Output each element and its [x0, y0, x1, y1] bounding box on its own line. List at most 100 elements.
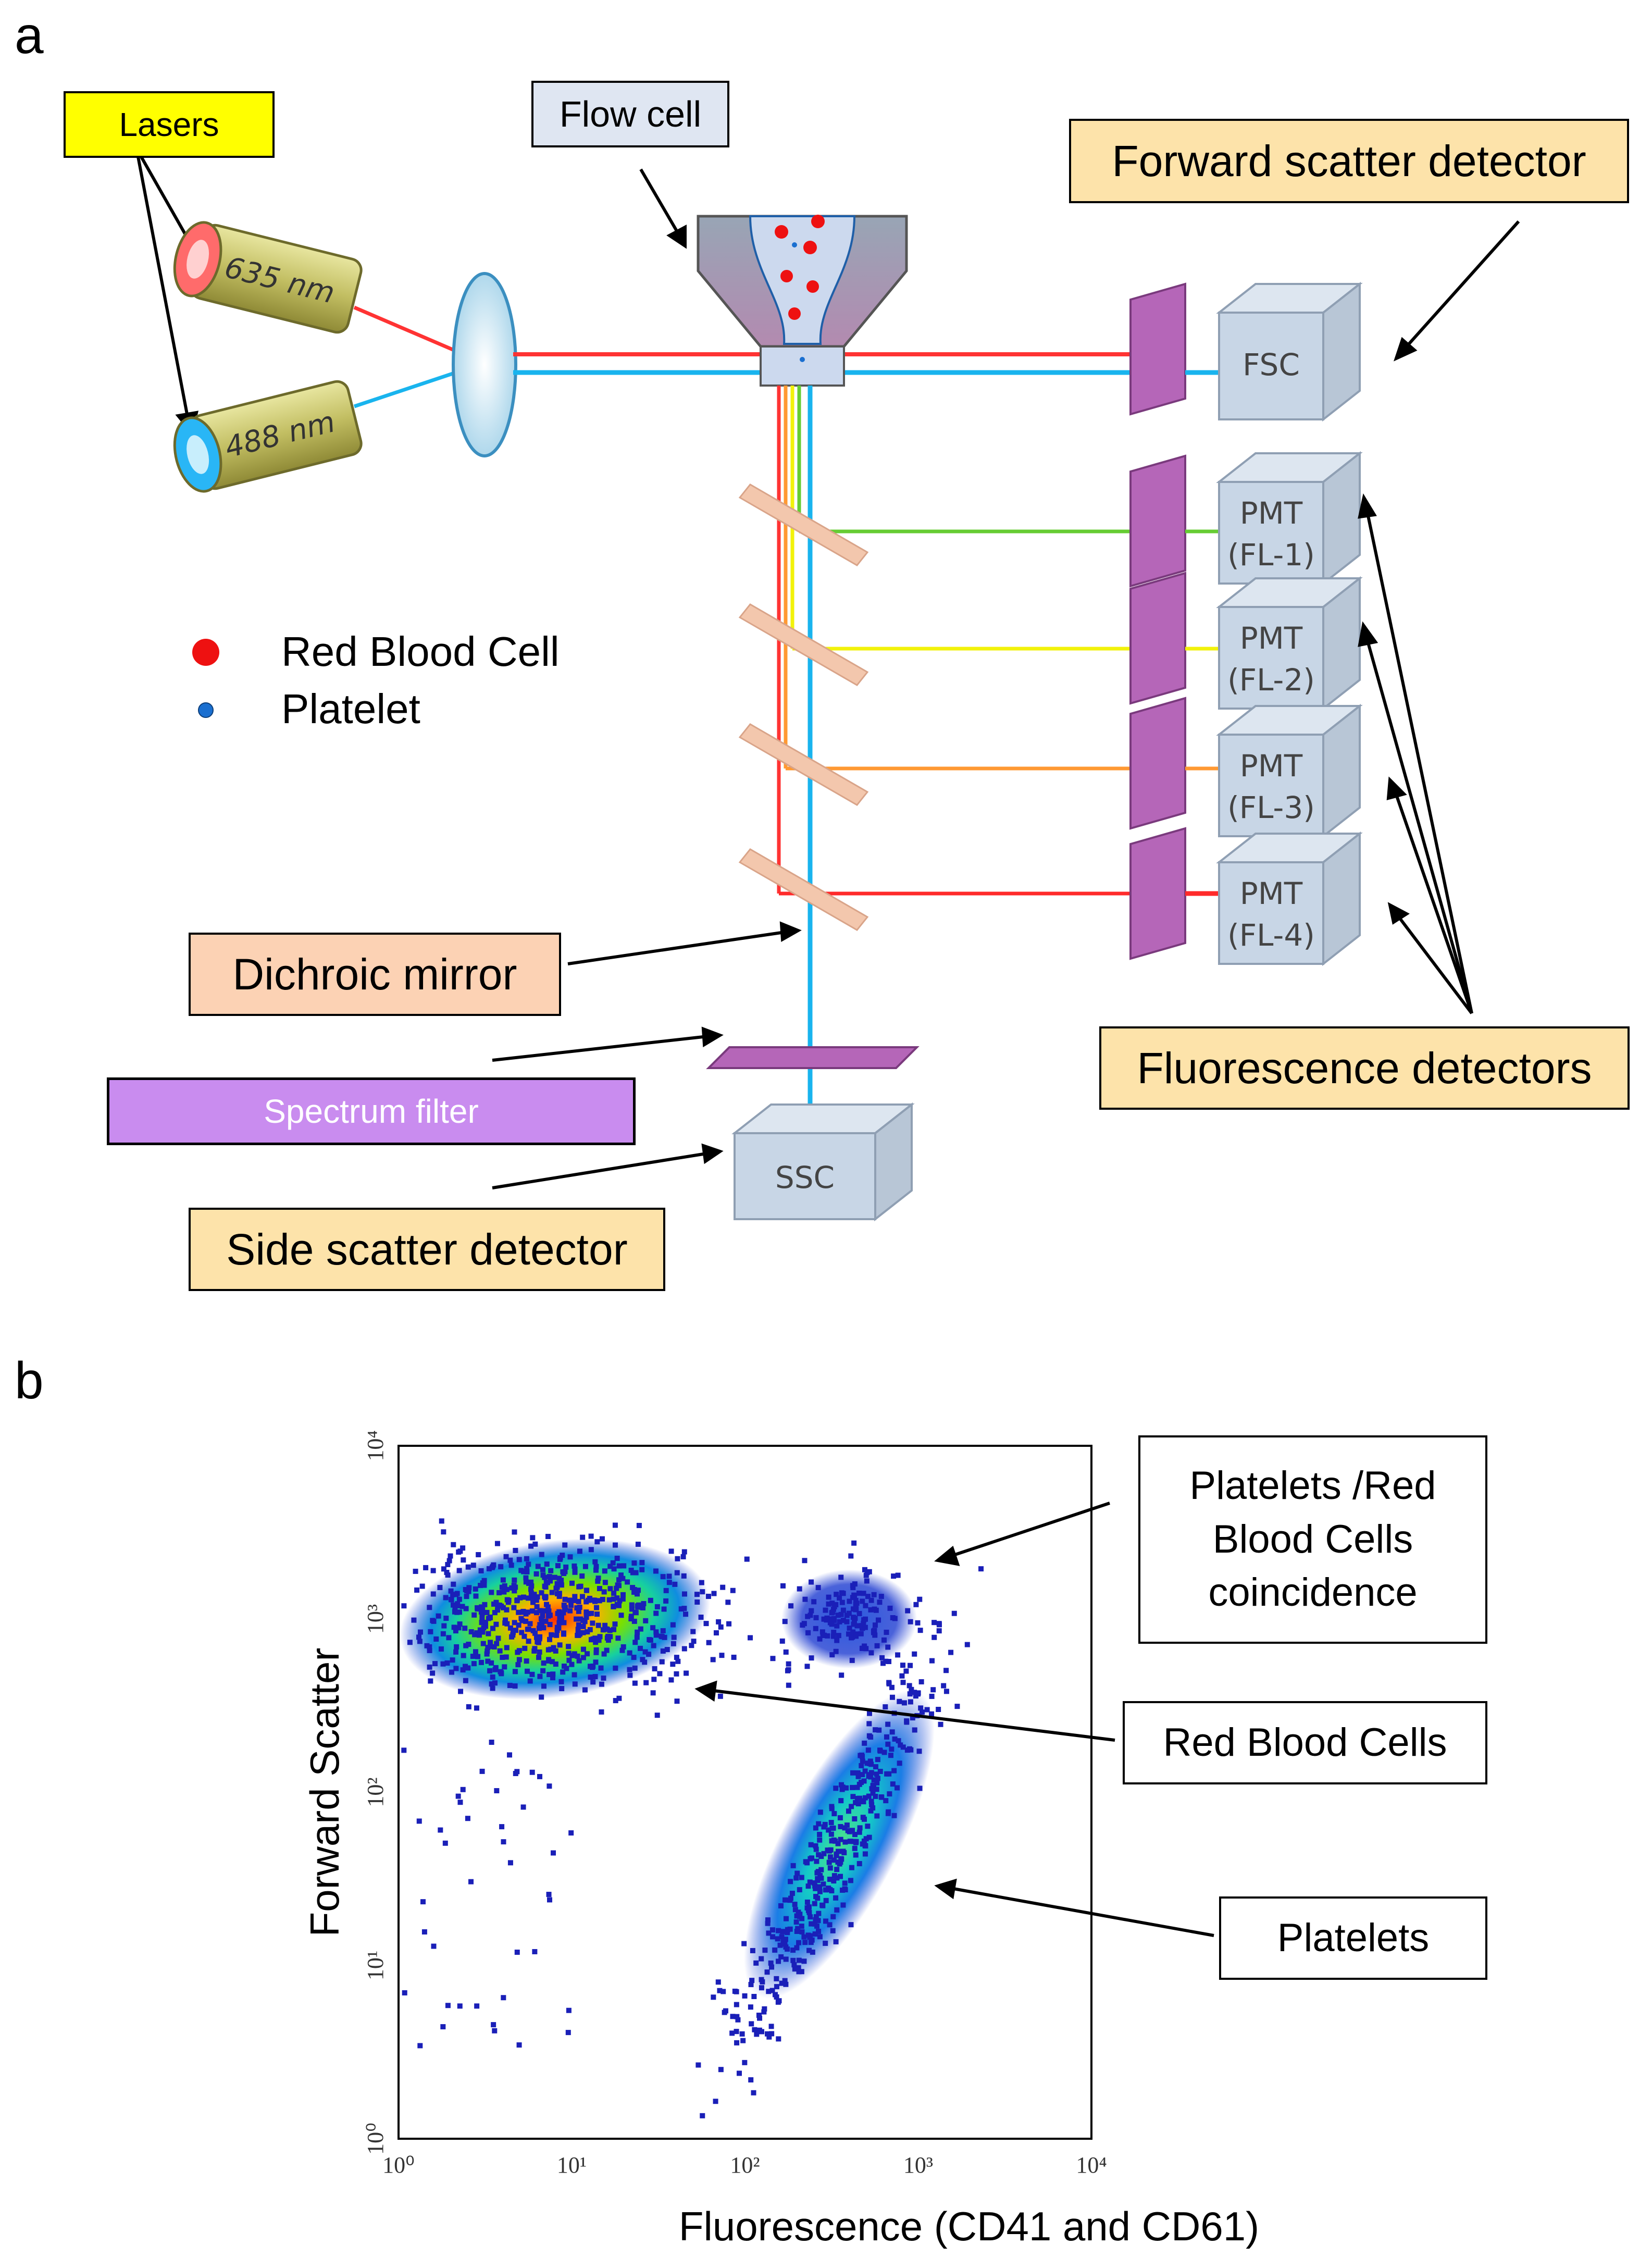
event-marker	[792, 1907, 798, 1913]
event-marker	[811, 1880, 817, 1886]
event-marker	[829, 1621, 835, 1627]
event-marker	[865, 1824, 871, 1829]
event-marker	[769, 1964, 775, 1970]
event-marker	[672, 1581, 678, 1587]
event-marker	[794, 1870, 800, 1876]
event-marker	[864, 1578, 870, 1584]
event-marker	[514, 1598, 520, 1604]
event-marker	[811, 1599, 817, 1605]
event-marker	[583, 1615, 589, 1620]
event-marker	[421, 1929, 427, 1934]
event-marker	[452, 1604, 458, 1610]
y-tick-label: 10¹	[363, 1951, 388, 1980]
event-marker	[482, 1619, 488, 1625]
event-marker	[537, 1649, 542, 1655]
event-marker	[430, 1670, 436, 1676]
event-marker	[780, 1583, 786, 1589]
event-marker	[600, 1627, 606, 1633]
event-marker	[796, 1969, 802, 1975]
event-marker	[601, 1589, 607, 1595]
x-tick-label: 10⁰	[382, 2152, 415, 2178]
event-marker	[414, 1587, 420, 1593]
event-marker	[897, 1760, 902, 1766]
event-marker	[780, 1929, 786, 1934]
event-marker	[834, 1907, 840, 1913]
event-marker	[812, 1901, 817, 1906]
event-marker	[863, 1603, 868, 1608]
event-marker	[572, 1651, 577, 1657]
event-marker	[772, 1992, 778, 1998]
event-marker	[490, 1626, 496, 1631]
event-marker	[867, 1760, 873, 1766]
event-marker	[824, 1617, 829, 1623]
event-marker	[562, 1596, 568, 1602]
event-marker	[818, 1876, 824, 1881]
pmt-fl4-line2: (FL-4)	[1227, 917, 1315, 953]
event-marker	[912, 1690, 917, 1695]
event-marker	[826, 1859, 832, 1865]
event-marker	[472, 1632, 478, 1638]
event-marker	[929, 1658, 935, 1664]
event-marker	[874, 1787, 879, 1792]
event-marker	[742, 2060, 748, 2065]
event-marker	[482, 1602, 488, 1607]
event-marker	[719, 1653, 725, 1658]
event-marker	[614, 1585, 619, 1591]
event-marker	[840, 1607, 846, 1613]
event-marker	[572, 1681, 578, 1687]
event-marker	[575, 1627, 581, 1632]
event-marker	[779, 1934, 785, 1940]
event-marker	[628, 1614, 634, 1619]
event-marker	[885, 1741, 891, 1747]
event-marker	[731, 1654, 737, 1660]
event-marker	[494, 1541, 500, 1546]
event-marker	[614, 1595, 620, 1601]
event-marker	[779, 1638, 785, 1644]
event-marker	[754, 2031, 760, 2037]
event-marker	[611, 1566, 617, 1572]
event-marker	[861, 1591, 866, 1596]
event-marker	[852, 1581, 858, 1587]
event-marker	[546, 1897, 552, 1903]
event-marker	[471, 1612, 477, 1618]
event-marker	[445, 1561, 451, 1567]
event-marker	[513, 1628, 518, 1633]
event-marker	[551, 1645, 556, 1651]
event-marker	[835, 1613, 841, 1618]
event-marker	[849, 1804, 854, 1809]
event-marker	[716, 1619, 722, 1624]
event-marker	[631, 1655, 637, 1660]
event-marker	[572, 1566, 578, 1572]
coincidence-annotation: Platelets /Red Blood Cells coincidence	[1138, 1435, 1487, 1644]
event-marker	[580, 1655, 586, 1660]
event-marker	[525, 1668, 530, 1674]
event-marker	[768, 2024, 774, 2029]
y-tick-label: 10²	[363, 1777, 388, 1807]
event-marker	[660, 1648, 666, 1654]
event-marker	[466, 1704, 471, 1709]
event-marker	[817, 1809, 823, 1815]
event-marker	[890, 1781, 896, 1787]
event-marker	[635, 1588, 641, 1593]
event-marker	[501, 1995, 506, 2001]
event-marker	[801, 1958, 807, 1964]
event-marker	[663, 1588, 669, 1593]
event-marker	[561, 1620, 567, 1626]
event-marker	[815, 1585, 821, 1591]
event-marker	[602, 1622, 608, 1628]
event-marker	[823, 1607, 828, 1613]
event-marker	[830, 1914, 836, 1919]
event-marker	[588, 1637, 594, 1643]
dichroic-mirrors	[738, 483, 869, 931]
event-marker	[643, 1618, 649, 1623]
event-marker	[611, 1604, 616, 1609]
event-marker	[526, 1627, 531, 1632]
event-marker	[823, 1940, 828, 1946]
event-marker	[748, 1635, 753, 1641]
event-marker	[554, 1584, 560, 1590]
event-marker	[652, 1666, 657, 1671]
event-marker	[615, 1635, 621, 1641]
event-marker	[544, 1580, 550, 1585]
event-marker	[770, 1934, 776, 1940]
event-marker	[753, 1960, 759, 1966]
